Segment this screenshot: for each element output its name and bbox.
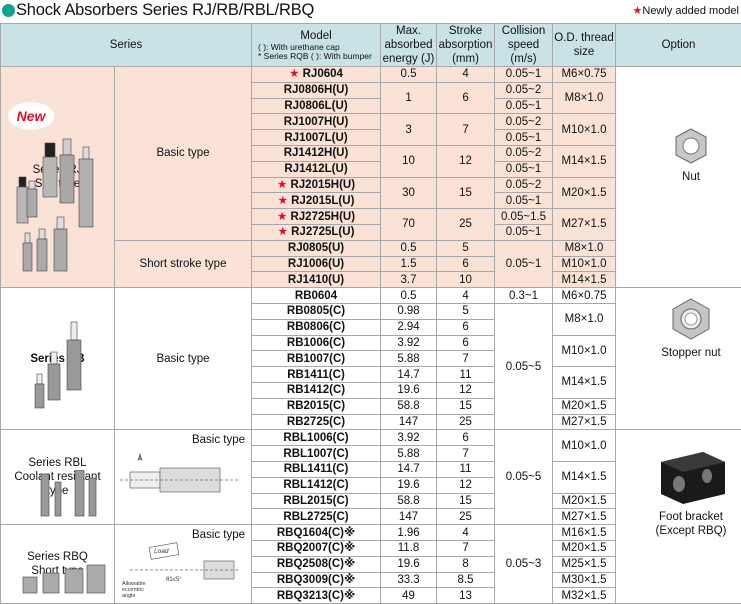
option-foot-bracket: Foot bracket (Except RBQ): [641, 448, 741, 538]
rj-product-image: [7, 133, 107, 283]
star-icon: ★: [277, 179, 287, 191]
group-rbq: Series RBQ Short type: [1, 525, 115, 604]
header-stroke: Stroke absorption (mm): [437, 24, 495, 67]
table-row: Series RJ Soft type New: [1, 67, 741, 83]
header-model: Model( ): With urethane cap* Series RQB …: [252, 24, 381, 67]
star-icon: ★: [289, 68, 299, 80]
rbq-product-image: [19, 563, 109, 597]
star-icon: ★: [277, 211, 287, 223]
rbl-diagram: [120, 448, 245, 518]
header-option: Option: [616, 24, 741, 67]
new-badge: New: [9, 103, 53, 129]
header-row: Series Model( ): With urethane cap* Seri…: [1, 24, 741, 67]
stopper-nut-icon: [668, 296, 714, 342]
nut-icon: [671, 126, 711, 166]
table-row: Series RB Basic type RB0604 0.5 4 0.3~1: [1, 288, 741, 304]
model-cell: ★ RJ0604: [252, 67, 381, 83]
option-nut: Nut: [641, 126, 741, 184]
group-rj: Series RJ Soft type New: [1, 67, 115, 288]
group-rj-basic: Basic type: [115, 67, 252, 241]
header-speed: Collision speed (m/s): [495, 24, 553, 67]
page-title: Shock Absorbers Series RJ/RB/RBL/RBQ: [16, 1, 314, 20]
group-rbq-basic: Basic type Load θ1≤5° Allowable eccentri…: [115, 525, 252, 604]
svg-text:θ1≤5°: θ1≤5°: [166, 577, 182, 583]
bullet-icon: [2, 4, 15, 17]
header-series: Series: [1, 24, 252, 67]
option-stopper-nut: Stopper nut: [641, 296, 741, 360]
group-rbl-basic: Basic type: [115, 430, 252, 525]
star-icon: ★: [633, 5, 643, 17]
header-thread: O.D. thread size: [553, 24, 616, 67]
star-icon: ★: [278, 226, 288, 238]
group-rb: Series RB: [1, 288, 115, 430]
title-bar: Shock Absorbers Series RJ/RB/RBL/RBQ ★Ne…: [0, 0, 741, 22]
star-icon: ★: [278, 195, 288, 207]
foot-bracket-icon: [653, 448, 729, 506]
new-model-note: ★Newly added model: [633, 4, 740, 17]
svg-text:Load: Load: [154, 548, 169, 555]
rbl-product-image: [31, 470, 111, 520]
header-energy: Max. absorbed energy (J): [381, 24, 437, 67]
rb-product-image: [7, 312, 107, 412]
spec-table: Series Model( ): With urethane cap* Seri…: [0, 23, 741, 604]
rbq-diagram: Load θ1≤5° Allowable eccentric angle: [120, 541, 245, 603]
group-rj-short: Short stroke type: [115, 240, 252, 287]
group-rb-basic: Basic type: [115, 288, 252, 430]
svg-text:angle: angle: [122, 593, 135, 599]
table-row: Series RBL Coolant resistant type Basic …: [1, 430, 741, 446]
group-rbl: Series RBL Coolant resistant type: [1, 430, 115, 525]
